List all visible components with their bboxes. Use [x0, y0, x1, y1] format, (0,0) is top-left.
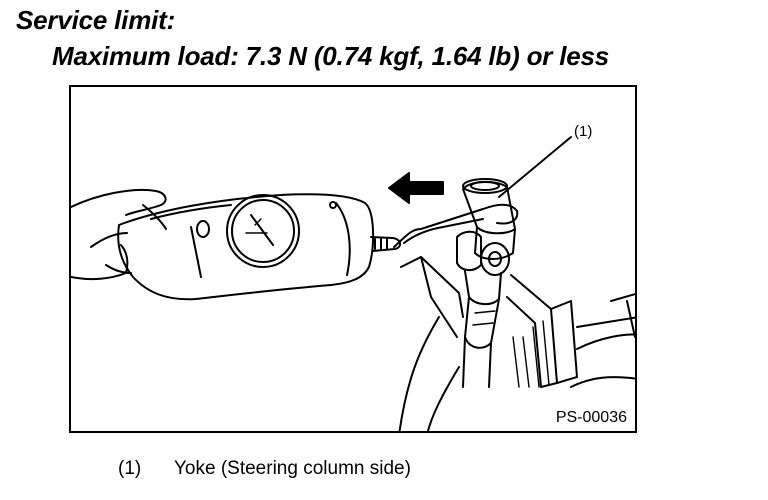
- illustration-svg: [71, 136, 635, 431]
- callout-leader-line: [498, 136, 572, 198]
- callout-label-1: (1): [574, 123, 593, 140]
- caption-text: Yoke (Steering column side): [174, 458, 411, 479]
- service-limit-heading: Service limit:: [16, 5, 176, 35]
- yoke-drawing: [456, 178, 516, 388]
- maximum-load-heading: Maximum load: 7.3 N (0.74 kgf, 1.64 lb) …: [52, 41, 610, 71]
- figure-caption: (1) Yoke (Steering column side): [118, 457, 411, 481]
- caption-number: (1): [118, 458, 142, 479]
- figure-id-label: PS-00036: [555, 409, 627, 426]
- hand-drawing: [71, 188, 167, 281]
- wire-hook-drawing: [393, 203, 519, 248]
- spring-gauge-drawing: [117, 193, 401, 301]
- pull-direction-arrow: [388, 172, 444, 204]
- illustration-frame: (1) PS-00036: [69, 85, 637, 433]
- mounting-bracket-drawing: [398, 256, 635, 431]
